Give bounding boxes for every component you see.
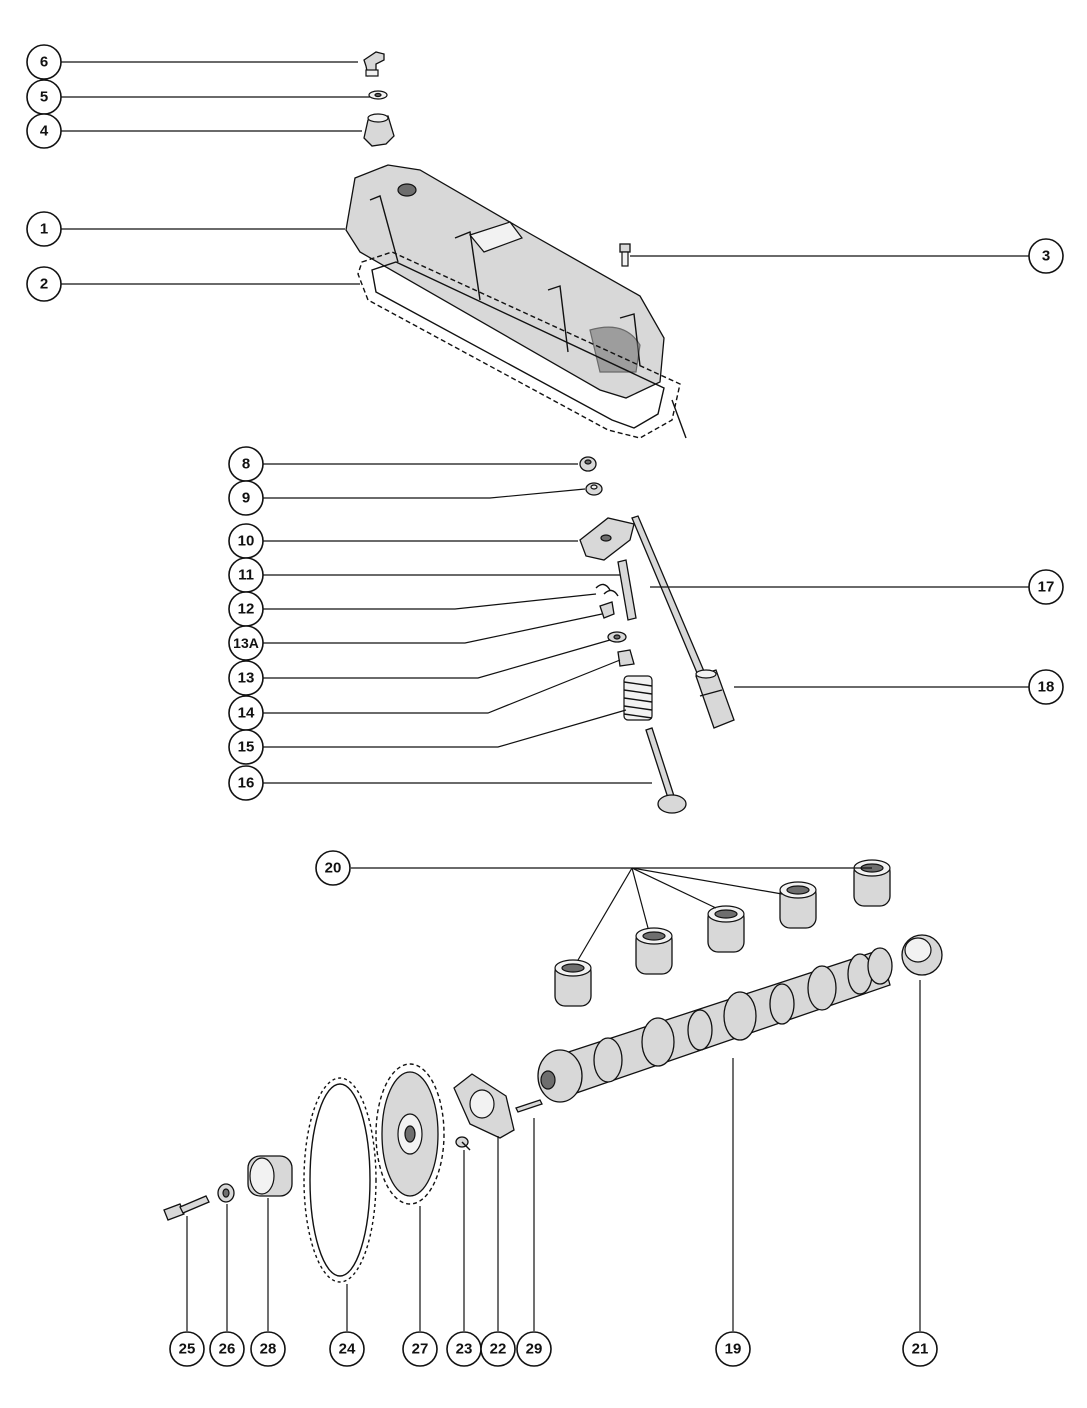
cam-bearing: [707, 905, 745, 953]
cam-bearing: [554, 959, 592, 1007]
part-8-nut: [579, 456, 597, 472]
svg-text:23: 23: [456, 1341, 473, 1358]
part-9-ball: [585, 482, 603, 496]
callout-18: 18: [1028, 669, 1064, 705]
part-6-elbow-fitting: [363, 51, 385, 77]
part-24-timing-chain: [303, 1077, 377, 1283]
part-27-cam-sprocket: [375, 1063, 445, 1205]
part-25-bolt: [163, 1195, 210, 1221]
callout-12: 12: [228, 591, 264, 627]
part-16-valve: [645, 727, 687, 814]
svg-text:8: 8: [242, 456, 250, 473]
part-15-valve-spring: [623, 675, 653, 721]
callout-11: 11: [228, 557, 264, 593]
svg-text:9: 9: [242, 490, 250, 507]
part-4-grommet: [363, 113, 395, 147]
svg-text:28: 28: [260, 1341, 277, 1358]
cam-bearing: [779, 881, 817, 929]
callout-20: 20: [315, 850, 351, 886]
part-2-gasket: [357, 251, 687, 439]
part-11-stud: [617, 559, 637, 621]
svg-text:20: 20: [325, 860, 342, 877]
part-29-dowel-pin: [515, 1099, 543, 1113]
svg-text:24: 24: [339, 1341, 356, 1358]
svg-text:13: 13: [238, 670, 255, 687]
svg-text:2: 2: [40, 276, 48, 293]
svg-text:3: 3: [1042, 248, 1050, 265]
svg-text:16: 16: [238, 775, 255, 792]
part-13-retainer: [607, 631, 627, 643]
callout-1: 1: [26, 211, 62, 247]
callout-3: 3: [1028, 238, 1064, 274]
svg-text:15: 15: [238, 739, 255, 756]
svg-text:13A: 13A: [233, 635, 259, 651]
part-1-valve-cover: [345, 164, 665, 399]
svg-text:11: 11: [238, 567, 254, 584]
part-28-crank-sprocket: [247, 1155, 293, 1197]
callout-23: 23: [446, 1331, 482, 1367]
callout-9: 9: [228, 480, 264, 516]
callout-4: 4: [26, 113, 62, 149]
svg-text:4: 4: [40, 123, 49, 140]
svg-text:5: 5: [40, 89, 48, 106]
part-26-washer: [217, 1183, 235, 1203]
callout-17: 17: [1028, 569, 1064, 605]
part-14-seal: [617, 649, 635, 667]
cam-bearing: [635, 927, 673, 975]
svg-text:14: 14: [238, 705, 255, 722]
callout-14: 14: [228, 695, 264, 731]
part-12-keepers: [595, 583, 619, 597]
part-19-camshaft: [537, 947, 893, 1103]
part-13a-cap: [599, 601, 615, 619]
callout-26: 26: [209, 1331, 245, 1367]
callout-8: 8: [228, 446, 264, 482]
callout-16: 16: [228, 765, 264, 801]
part-18-lifter: [695, 669, 735, 729]
callout-5: 5: [26, 79, 62, 115]
part-3-bolt: [619, 243, 631, 267]
part-21-plug: [901, 934, 943, 976]
callout-2: 2: [26, 266, 62, 302]
svg-text:10: 10: [238, 533, 255, 550]
callout-13: 13: [228, 660, 264, 696]
svg-text:25: 25: [179, 1341, 196, 1358]
part-10-rocker-arm: [579, 517, 635, 561]
callout-22: 22: [480, 1331, 516, 1367]
callout-29: 29: [516, 1331, 552, 1367]
callout-6: 6: [26, 44, 62, 80]
part-5-washer: [368, 90, 388, 100]
svg-text:1: 1: [40, 221, 48, 238]
svg-text:19: 19: [725, 1341, 742, 1358]
callout-13a: 13A: [228, 625, 264, 661]
part-22-thrust-plate: [453, 1073, 515, 1139]
svg-text:17: 17: [1038, 579, 1055, 596]
part-23-screw: [455, 1136, 471, 1151]
callout-21: 21: [902, 1331, 938, 1367]
callout-28: 28: [250, 1331, 286, 1367]
callout-10: 10: [228, 523, 264, 559]
svg-text:21: 21: [912, 1341, 929, 1358]
svg-text:6: 6: [40, 54, 48, 71]
svg-text:26: 26: [219, 1341, 236, 1358]
part-20-cam-bearings: [554, 859, 891, 1007]
leader-lines: [61, 61, 1029, 1331]
callout-15: 15: [228, 729, 264, 765]
svg-text:29: 29: [526, 1341, 543, 1358]
svg-text:22: 22: [490, 1341, 507, 1358]
svg-text:12: 12: [238, 601, 255, 618]
svg-text:27: 27: [412, 1341, 429, 1358]
cam-bearing: [853, 859, 891, 907]
svg-text:18: 18: [1038, 679, 1055, 696]
callout-27: 27: [402, 1331, 438, 1367]
part-17-pushrod: [631, 515, 707, 681]
callout-25: 25: [169, 1331, 205, 1367]
callout-24: 24: [329, 1331, 365, 1367]
callout-19: 19: [715, 1331, 751, 1367]
